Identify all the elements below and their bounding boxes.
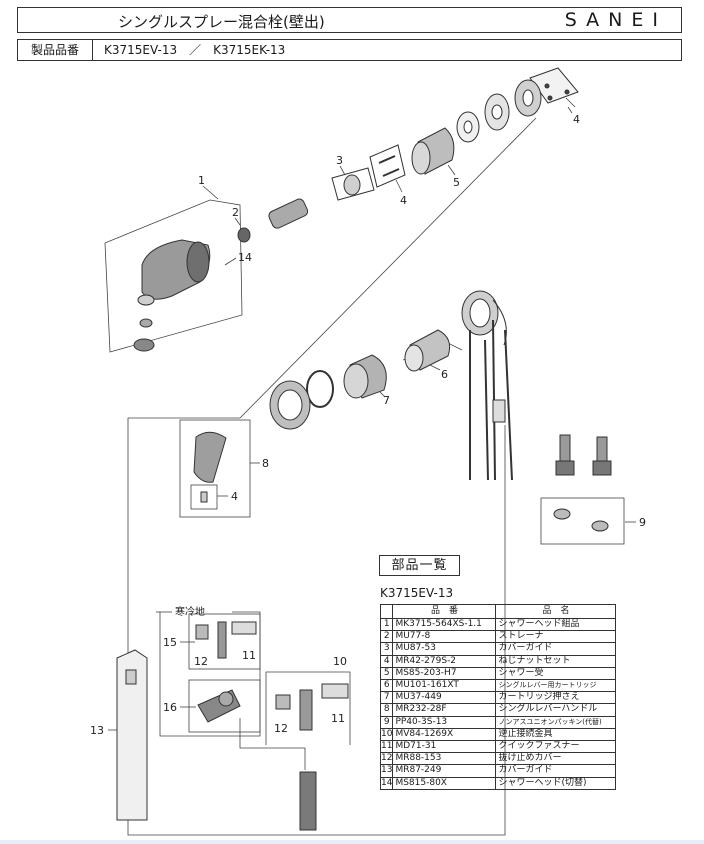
callout-3: 3	[336, 154, 343, 167]
callout-6: 6	[441, 368, 448, 381]
title-bar: シングルスプレー混合栓(壁出) SANEI	[17, 7, 682, 33]
column-no	[379, 604, 394, 619]
exploded-view-diagram: 1 2 3 4 4 4 5 6 7 8 9 10 11 11 12 12 13 …	[90, 67, 646, 836]
callout-10: 10	[333, 655, 347, 668]
cartridge	[404, 329, 451, 372]
leader-line	[565, 97, 576, 108]
union-fittings	[553, 434, 612, 532]
table-header-row: 品 番 品 名	[379, 604, 617, 619]
callout-2: 2	[232, 206, 239, 219]
shower-head-box	[104, 199, 243, 353]
callout-14: 14	[238, 251, 252, 264]
window-bottom-edge	[0, 840, 704, 844]
leader-line	[239, 718, 306, 770]
callout-5: 5	[453, 176, 460, 189]
handle-screw	[200, 491, 208, 503]
cartridge-holder	[343, 354, 387, 399]
callout-11-lower: 11	[331, 712, 345, 725]
callout-12-upper: 12	[194, 655, 208, 668]
faucet-body-assembly	[461, 290, 513, 481]
lever-handle-box	[179, 419, 251, 518]
callout-12-lower: 12	[274, 722, 288, 735]
parts-list-heading: 部品一覧	[379, 555, 460, 576]
shower-receiver	[411, 127, 455, 175]
cold-region-label: 寒冷地	[175, 605, 205, 618]
cold-region-upper-box	[188, 613, 261, 670]
callout-11-upper: 11	[242, 649, 256, 662]
column-name: 品 名	[495, 604, 617, 619]
cold-region-parts	[195, 621, 257, 723]
page-title: シングルスプレー混合栓(壁出)	[118, 13, 325, 31]
callout-9: 9	[639, 516, 646, 529]
callout-13: 13	[90, 724, 104, 737]
callout-7: 7	[383, 394, 390, 407]
cover-guide-tall	[116, 649, 148, 821]
callout-16: 16	[163, 701, 177, 714]
union-packing-box	[540, 497, 625, 545]
cover-guide	[331, 167, 375, 201]
brand-logo: SANEI	[564, 9, 667, 31]
callout-4-screw: 4	[400, 194, 407, 207]
product-number-bar: 製品品番 K3715EV-13 ／ K3715EK-13	[17, 39, 682, 61]
strainer	[237, 198, 309, 243]
cold-region-lower-box	[188, 679, 261, 733]
shower-head	[133, 239, 211, 352]
screw-nut-set	[369, 144, 406, 188]
leader-line	[239, 117, 537, 419]
check-valve-parts	[275, 683, 349, 731]
cold-region-box	[159, 611, 261, 737]
callout-4-handle: 4	[231, 490, 238, 503]
column-code: 品 番	[392, 604, 497, 619]
drain-hose	[299, 771, 317, 831]
product-number-value: K3715EV-13 ／ K3715EK-13	[104, 43, 286, 57]
gasket-rings	[269, 370, 334, 430]
shower-receiver-rings	[456, 79, 542, 143]
callout-8: 8	[262, 457, 269, 470]
parts-model-number: K3715EV-13	[380, 586, 454, 600]
mounting-plate	[529, 67, 579, 104]
product-number-label: 製品品番	[18, 40, 93, 60]
check-valve-box	[265, 671, 351, 745]
callout-15: 15	[163, 636, 177, 649]
callout-4-plate: 4	[573, 113, 580, 126]
callout-1: 1	[198, 174, 205, 187]
lever-handle	[193, 431, 227, 483]
